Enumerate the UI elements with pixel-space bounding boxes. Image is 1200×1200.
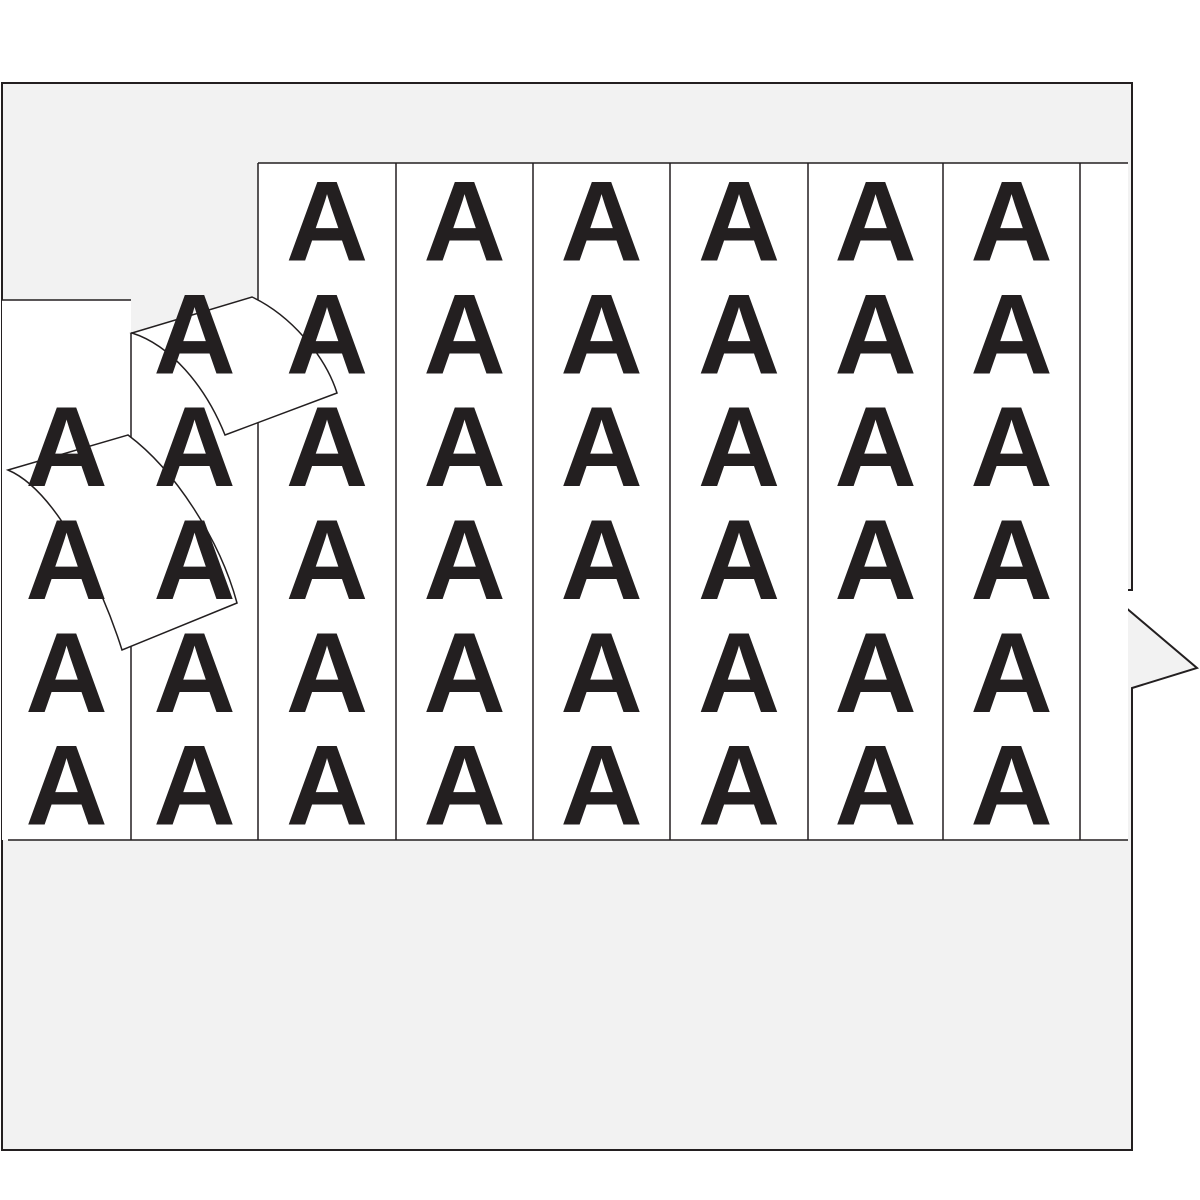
label-letter: A xyxy=(560,497,642,624)
label-letter: A xyxy=(970,497,1052,624)
label-letter: A xyxy=(153,384,235,511)
label-column xyxy=(396,163,533,840)
label-column xyxy=(258,163,396,840)
label-letter: A xyxy=(286,497,368,624)
label-letter: A xyxy=(560,271,642,398)
label-column xyxy=(670,163,808,840)
label-letter: A xyxy=(423,271,505,398)
label-letter: A xyxy=(560,610,642,737)
peeled-label xyxy=(5,434,238,652)
label-letter: A xyxy=(970,158,1052,285)
label-column xyxy=(533,163,670,840)
label-letter: A xyxy=(834,497,916,624)
label-letter: A xyxy=(423,723,505,850)
label-letter: A xyxy=(560,158,642,285)
label-letter: A xyxy=(970,271,1052,398)
label-letter: A xyxy=(698,610,780,737)
label-letter: A xyxy=(560,723,642,850)
label-column xyxy=(943,163,1080,840)
label-letter: A xyxy=(970,723,1052,850)
label-letter: A xyxy=(423,610,505,737)
label-letter: A xyxy=(423,497,505,624)
peeled-label xyxy=(129,296,338,436)
label-letter: A xyxy=(25,723,107,850)
label-letter: A xyxy=(970,610,1052,737)
label-letter: A xyxy=(834,384,916,511)
label-letter: A xyxy=(286,271,368,398)
label-letter: A xyxy=(153,497,235,624)
label-letter: A xyxy=(698,158,780,285)
label-letter: A xyxy=(834,723,916,850)
label-letter: A xyxy=(286,384,368,511)
label-letter: A xyxy=(25,497,107,624)
label-letter: A xyxy=(153,723,235,850)
peeled-labels xyxy=(5,296,338,652)
label-letter: A xyxy=(698,384,780,511)
label-letter: A xyxy=(25,384,107,511)
label-letter: A xyxy=(834,271,916,398)
label-letter: A xyxy=(423,384,505,511)
blank-strip xyxy=(1080,163,1128,840)
label-dividers xyxy=(2,162,1128,841)
label-letter: A xyxy=(153,271,235,398)
label-letter: A xyxy=(153,610,235,737)
label-letter: A xyxy=(286,610,368,737)
label-letter: A xyxy=(286,158,368,285)
label-letter: A xyxy=(970,384,1052,511)
label-letter: A xyxy=(560,384,642,511)
label-letter: A xyxy=(423,158,505,285)
label-letter: A xyxy=(698,497,780,624)
label-letter: A xyxy=(25,610,107,737)
label-letter: A xyxy=(834,610,916,737)
label-letter: A xyxy=(286,723,368,850)
label-column xyxy=(808,163,943,840)
label-letter: A xyxy=(698,723,780,850)
label-grid: AAAAAAAAAAAAAAAAAAAAAAAAAAAAAAAAAAAAAAAA… xyxy=(25,158,1052,849)
label-letter: A xyxy=(698,271,780,398)
label-letter: A xyxy=(834,158,916,285)
